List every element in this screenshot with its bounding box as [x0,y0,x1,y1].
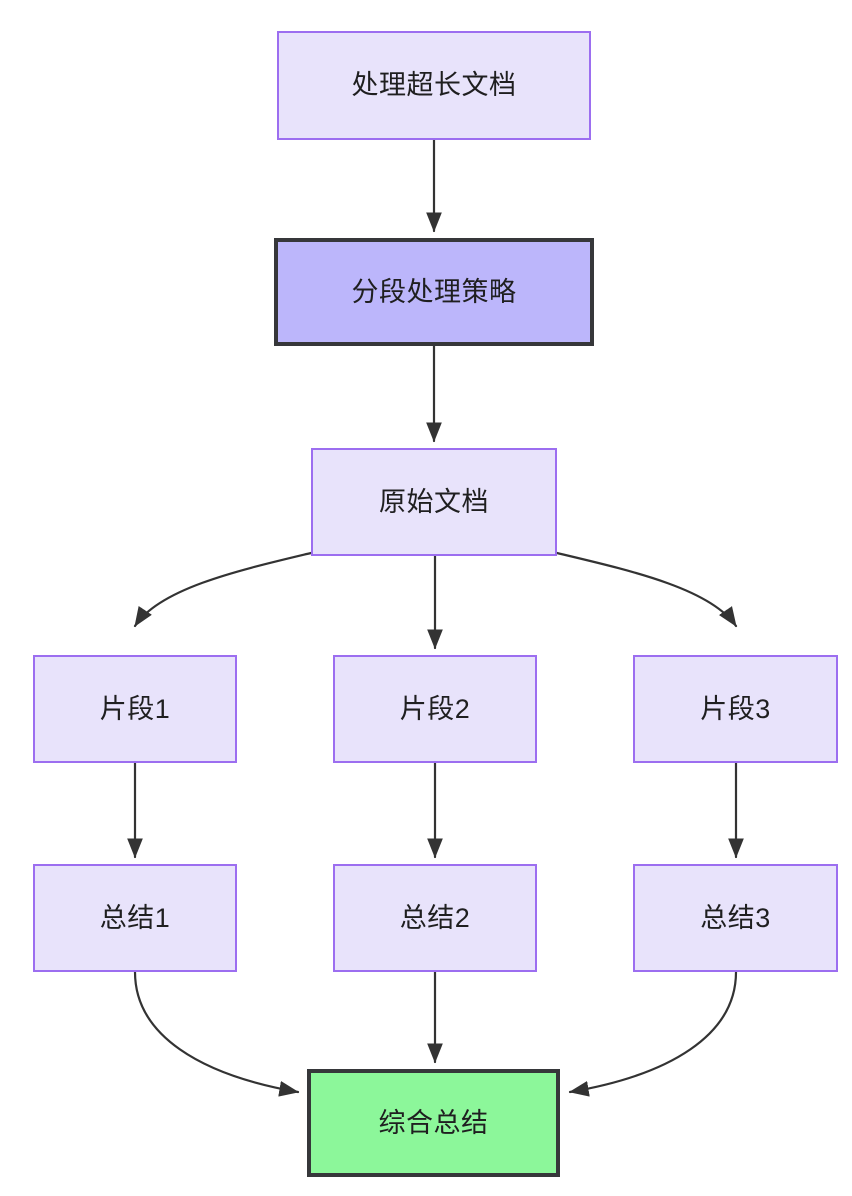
flow-node-n9[interactable]: 总结3 [633,864,838,972]
flow-node-n5[interactable]: 片段2 [333,655,537,763]
flow-node-n3[interactable]: 原始文档 [311,448,557,556]
flow-node-label: 处理超长文档 [351,70,517,101]
flow-node-label: 分段处理策略 [351,276,517,307]
flow-node-n2[interactable]: 分段处理策略 [274,238,594,346]
flow-node-n6[interactable]: 片段3 [633,655,838,763]
flow-node-label: 原始文档 [379,486,489,517]
flow-edge-n3-to-n6 [555,551,738,628]
flow-node-label: 总结2 [399,902,471,933]
flow-node-n10[interactable]: 综合总结 [307,1069,560,1177]
flow-node-n8[interactable]: 总结2 [333,864,537,972]
flow-node-label: 综合总结 [378,1107,489,1138]
flow-node-label: 片段2 [399,693,471,724]
flow-edge-n9-to-n10 [568,970,738,1097]
flow-node-label: 总结1 [99,902,171,933]
flow-node-n4[interactable]: 片段1 [33,655,237,763]
flow-node-n1[interactable]: 处理超长文档 [277,31,591,140]
flow-edge-n3-to-n4 [133,551,313,628]
flow-node-label: 总结3 [700,902,771,933]
flow-node-label: 片段3 [700,693,771,724]
flow-node-label: 片段1 [99,693,171,724]
flow-edge-n7-to-n10 [133,970,300,1097]
flow-node-n7[interactable]: 总结1 [33,864,237,972]
